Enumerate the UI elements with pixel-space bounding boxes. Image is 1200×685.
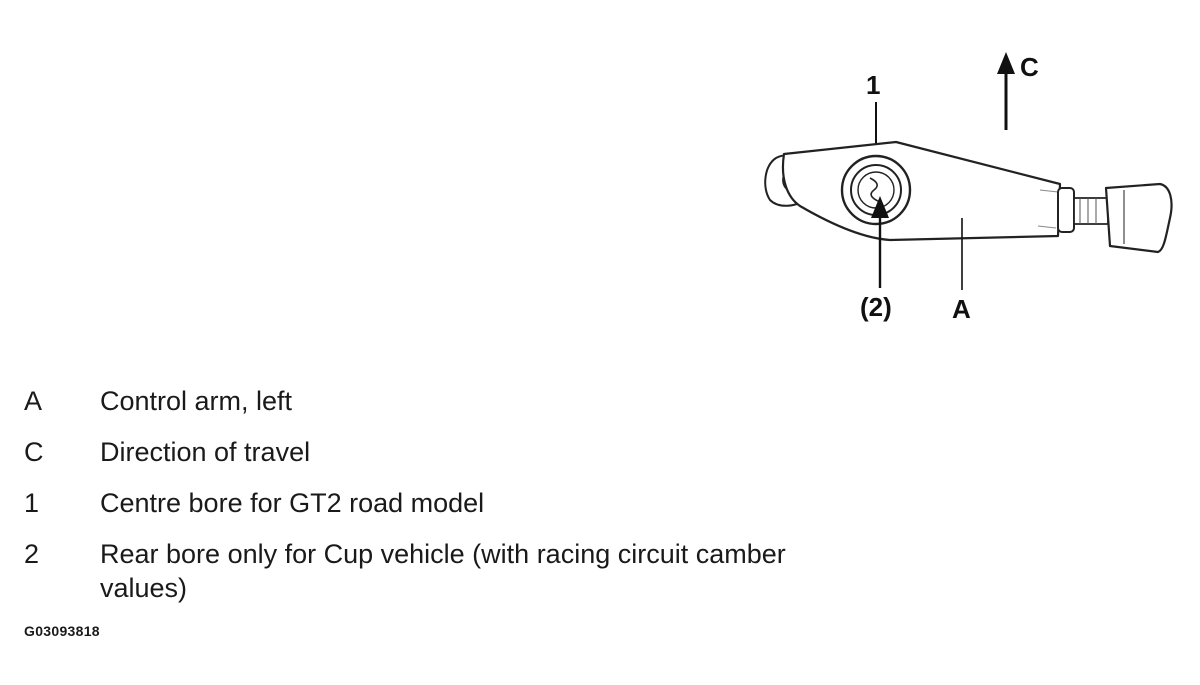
control-arm <box>764 140 1173 254</box>
legend-text: Direction of travel <box>100 437 311 467</box>
callout-a: A <box>952 294 971 324</box>
callout-2-arrow <box>871 196 889 288</box>
callout-2: (2) <box>860 292 892 322</box>
legend-text: Centre bore for GT2 road model <box>100 488 485 518</box>
callout-1: 1 <box>866 70 880 100</box>
legend-text: Rear bore only for Cup vehicle (with rac… <box>100 539 786 603</box>
figure-id: G03093818 <box>24 623 100 639</box>
legend: A Control arm, left C Direction of trave… <box>24 384 804 622</box>
legend-key: A <box>24 386 43 416</box>
direction-arrow <box>997 52 1015 130</box>
legend-row-2: 2 Rear bore only for Cup vehicle (with r… <box>24 537 804 605</box>
legend-row-1: 1 Centre bore for GT2 road model <box>24 486 804 520</box>
legend-key: 2 <box>24 539 40 569</box>
callout-c: C <box>1020 52 1039 82</box>
legend-row-c: C Direction of travel <box>24 435 804 469</box>
legend-key: 1 <box>24 488 40 518</box>
legend-key: C <box>24 437 44 467</box>
legend-row-a: A Control arm, left <box>24 384 804 418</box>
control-arm-diagram: C 1 <box>740 40 1180 340</box>
legend-text: Control arm, left <box>100 386 293 416</box>
control-arm-drawing: C 1 <box>764 52 1173 324</box>
